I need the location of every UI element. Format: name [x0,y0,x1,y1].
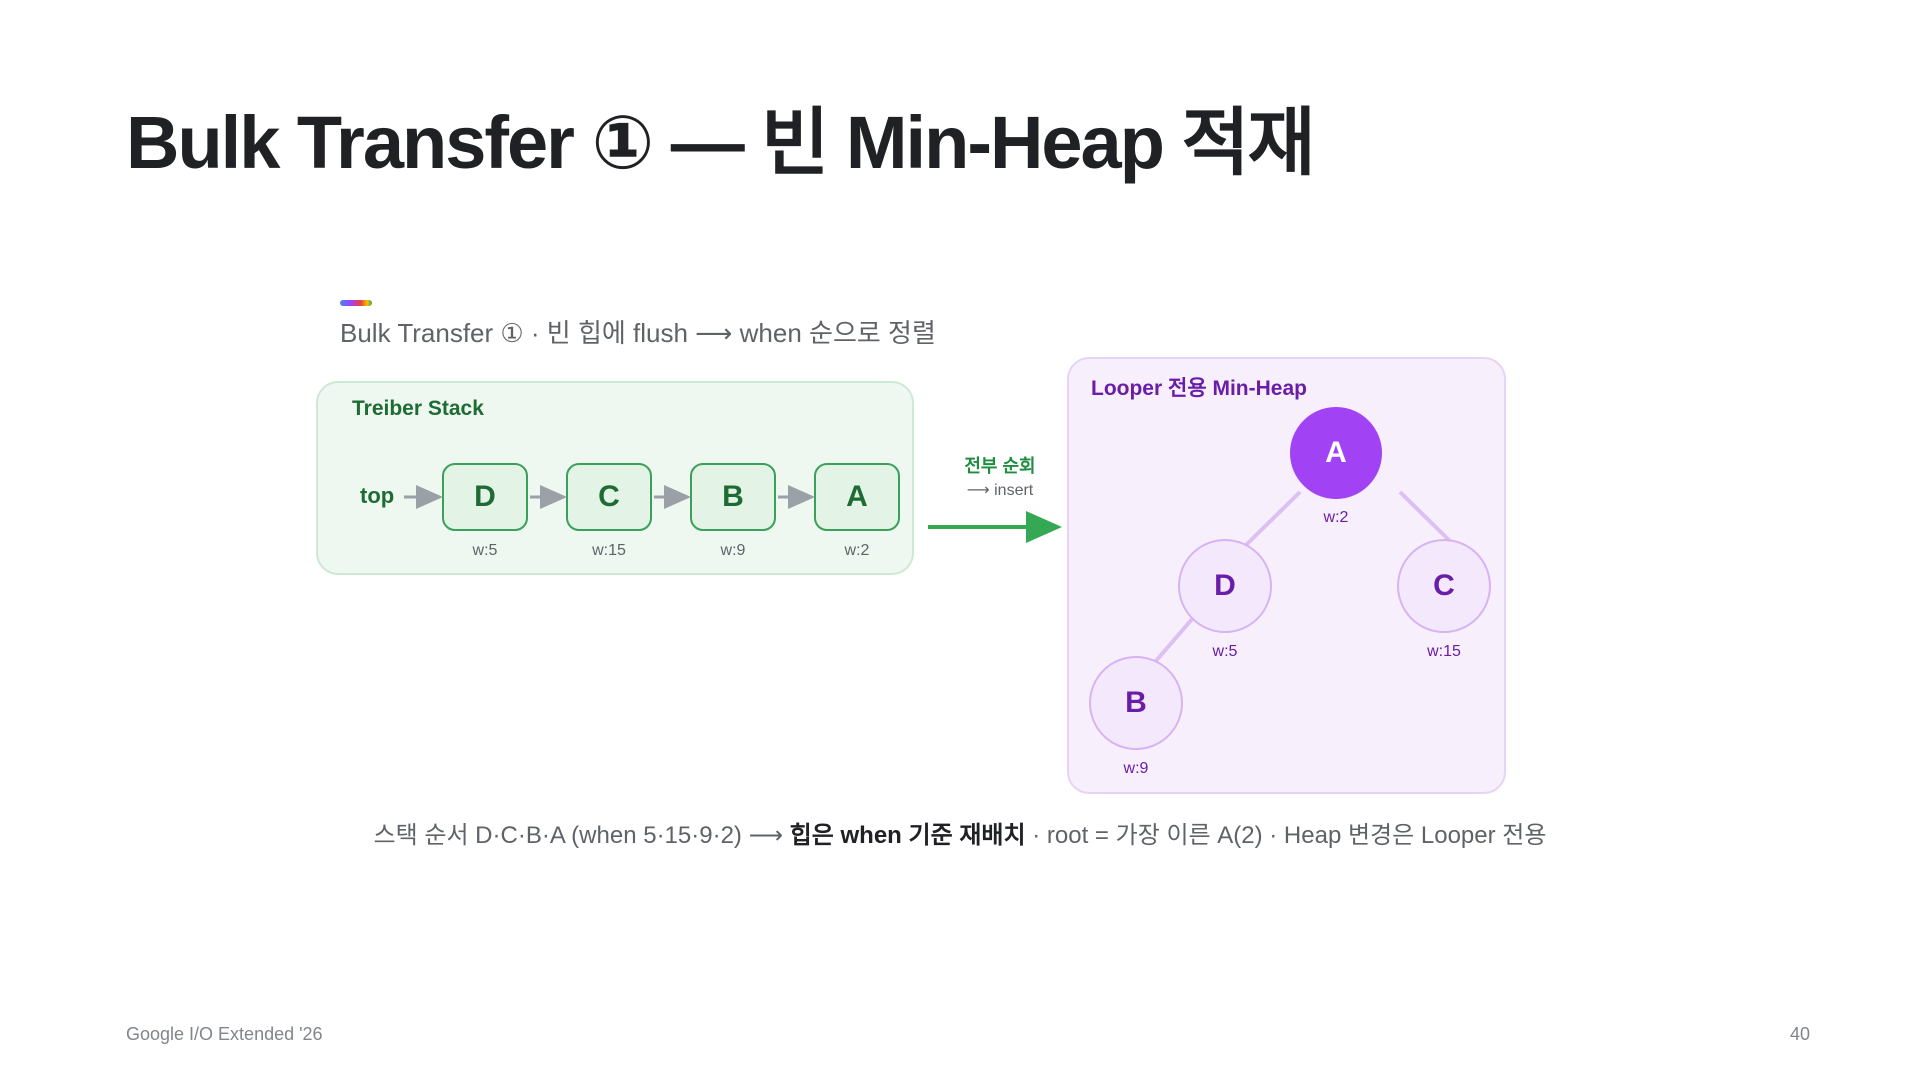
heap-node-right-c: C [1397,539,1491,633]
heap-edge-a-c [1398,490,1457,548]
footer-event-name: Google I/O Extended '26 [126,1024,323,1044]
stack-weight-b: w:9 [720,542,746,559]
stack-top-label: top [360,483,395,508]
summary-line: 스택 순서 D·C·B·A (when 5·15·9·2) ⟶ 힙은 when … [0,815,1920,850]
stack-node-a: A [814,463,900,531]
stack-node-c: C [566,463,652,531]
treiber-stack-title: Treiber Stack [352,397,484,420]
stack-weight-d: w:5 [472,542,498,559]
page-number: 40 [1789,1024,1810,1044]
caption-accent-bar [340,300,372,306]
heap-node-root-a: A [1290,407,1382,499]
stack-node-b: B [690,463,776,531]
stack-weight-c: w:15 [592,542,626,559]
heap-node-left-d: D [1178,539,1272,633]
summary-prefix: 스택 순서 D·C·B·A (when 5·15·9·2) ⟶ [373,822,790,849]
summary-emphasis: 힙은 when 기준 재배치 [789,822,1026,849]
slide-title: Bulk Transfer ① — 빈 Min-Heap 적재 [126,101,1316,184]
heap-edge-a-d [1243,490,1302,548]
summary-suffix: · root = 가장 이른 A(2) · Heap 변경은 Looper 전용 [1025,822,1547,849]
min-heap-title: Looper 전용 Min-Heap [1091,377,1307,400]
stack-weight-a: w:2 [844,542,870,559]
stack-node-d: D [442,463,528,531]
heap-weight-left: w:5 [1212,643,1238,660]
heap-weight-root: w:2 [1323,509,1349,526]
heap-weight-right: w:15 [1427,643,1461,660]
transfer-label: 전부 순회 [964,456,1036,476]
heap-weight-leftleft: w:9 [1123,760,1149,777]
heap-edge-d-b [1153,616,1195,664]
diagram-caption: Bulk Transfer ① · 빈 힙에 flush ⟶ when 순으로 … [340,318,936,348]
heap-node-leftleft-b: B [1089,656,1183,750]
transfer-sublabel: ⟶ insert [966,482,1034,499]
